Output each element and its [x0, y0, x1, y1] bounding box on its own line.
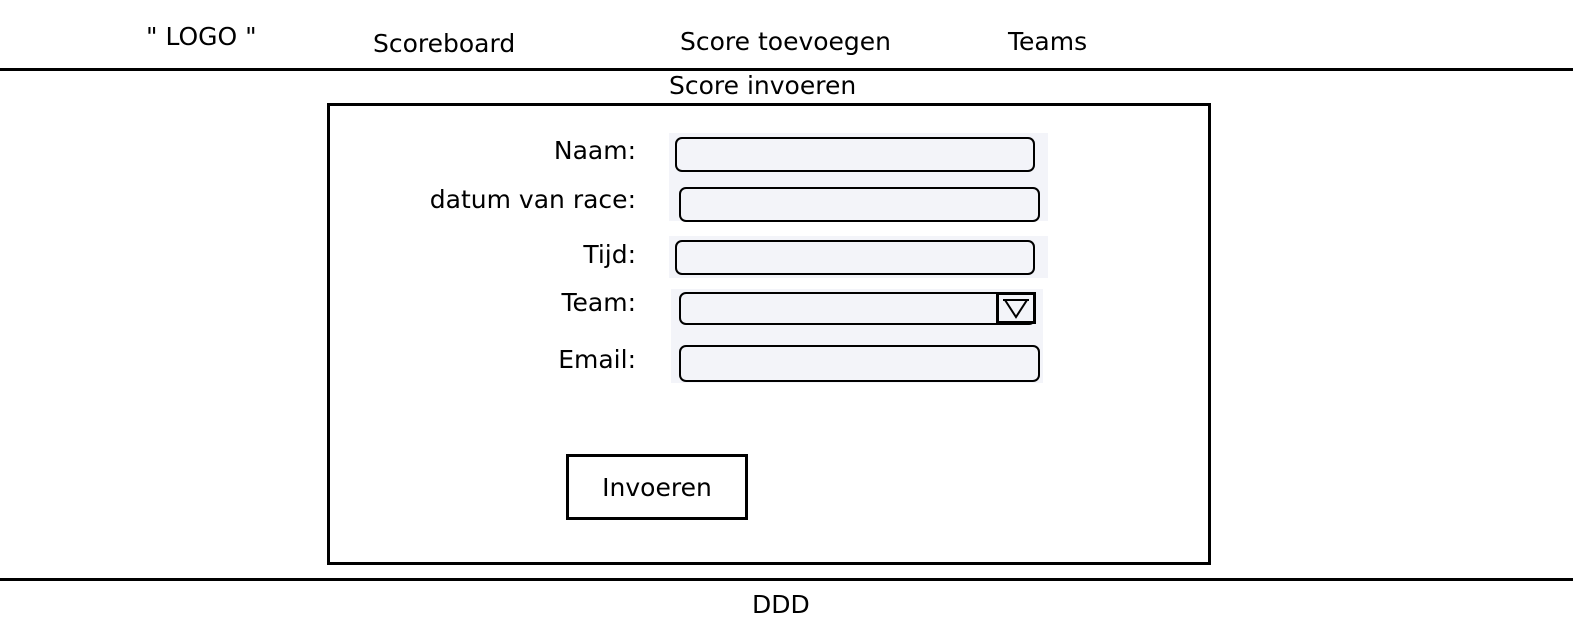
- score-form: [327, 103, 1211, 565]
- nav-score-toevoegen[interactable]: Score toevoegen: [680, 27, 892, 56]
- naam-label: Naam:: [553, 136, 636, 165]
- datum-input[interactable]: [679, 187, 1040, 222]
- team-label: Team:: [561, 288, 637, 317]
- header-divider: [0, 68, 1573, 71]
- nav-scoreboard[interactable]: Scoreboard: [373, 29, 516, 58]
- invoeren-button[interactable]: Invoeren: [566, 454, 748, 520]
- tijd-label: Tijd:: [583, 240, 636, 269]
- naam-input[interactable]: [675, 137, 1035, 172]
- team-select[interactable]: [679, 292, 1036, 325]
- chevron-down-icon: [999, 295, 1033, 321]
- footer-divider: [0, 578, 1573, 581]
- email-label: Email:: [558, 345, 636, 374]
- datum-label: datum van race:: [429, 185, 636, 214]
- tijd-input[interactable]: [675, 240, 1035, 275]
- email-input[interactable]: [679, 345, 1040, 382]
- team-dropdown-button[interactable]: [996, 292, 1036, 324]
- footer-text: DDD: [752, 590, 810, 619]
- logo: " LOGO ": [146, 22, 257, 51]
- form-title: Score invoeren: [669, 71, 857, 100]
- nav-teams[interactable]: Teams: [1008, 27, 1088, 56]
